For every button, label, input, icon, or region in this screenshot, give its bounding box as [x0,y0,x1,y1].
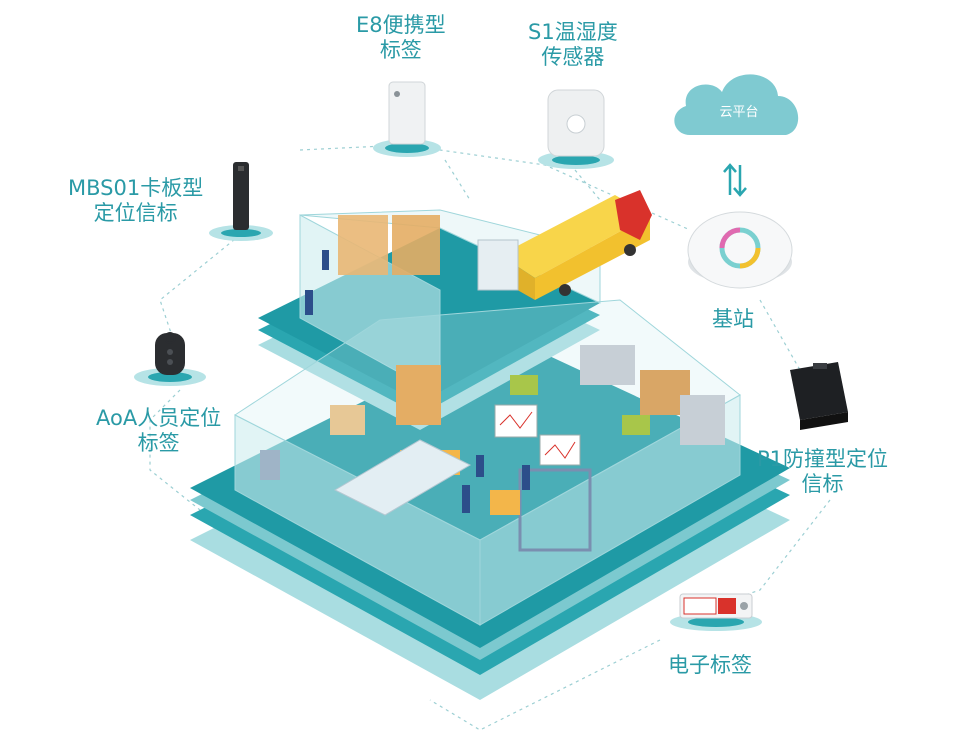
label-e8-portable-tag: E8便携型 标签 [356,13,446,63]
e8-tag-device [373,81,441,157]
base-station-device [687,211,793,289]
label-mbs01-beacon: MBS01卡板型 定位信标 [68,176,203,226]
label-base-station: 基站 [712,307,754,331]
sync-arrows-icon [723,163,747,197]
forklifts [510,375,650,435]
s1-sensor-device [538,89,614,169]
label-p1-anticollision-beacon: P1防撞型定位 信标 [757,447,888,497]
p1-beacon-device [790,362,848,430]
label-mbs01-line2: 定位信标 [93,201,178,225]
label-electronic-label: 电子标签 [668,653,752,677]
label-aoa-line2: 标签 [137,431,180,455]
monitoring-screens [494,404,581,466]
label-s1-line1: S1温湿度 [528,20,618,44]
conveyor-belt [333,439,472,516]
label-cloud-platform: 云平台 [719,105,759,120]
cloud-shape [674,74,799,135]
aoa-tag-device [134,332,206,386]
e-label-device [670,593,762,631]
label-s1-humidity-sensor: S1温湿度 传感器 [528,20,618,70]
mbs01-beacon-device [209,162,273,241]
label-p1-line2: 信标 [801,472,844,496]
label-aoa-line1: AoA人员定位 [96,406,222,430]
label-mbs01-line1: MBS01卡板型 [68,176,204,200]
label-p1-line1: P1防撞型定位 [757,447,889,471]
label-s1-line2: 传感器 [541,45,605,69]
label-aoa-personnel-tag: AoA人员定位 标签 [96,406,221,456]
workers [305,250,530,513]
label-e8-line1: E8便携型 [356,13,446,37]
label-e8-line2: 标签 [379,38,422,62]
truck [477,190,652,300]
